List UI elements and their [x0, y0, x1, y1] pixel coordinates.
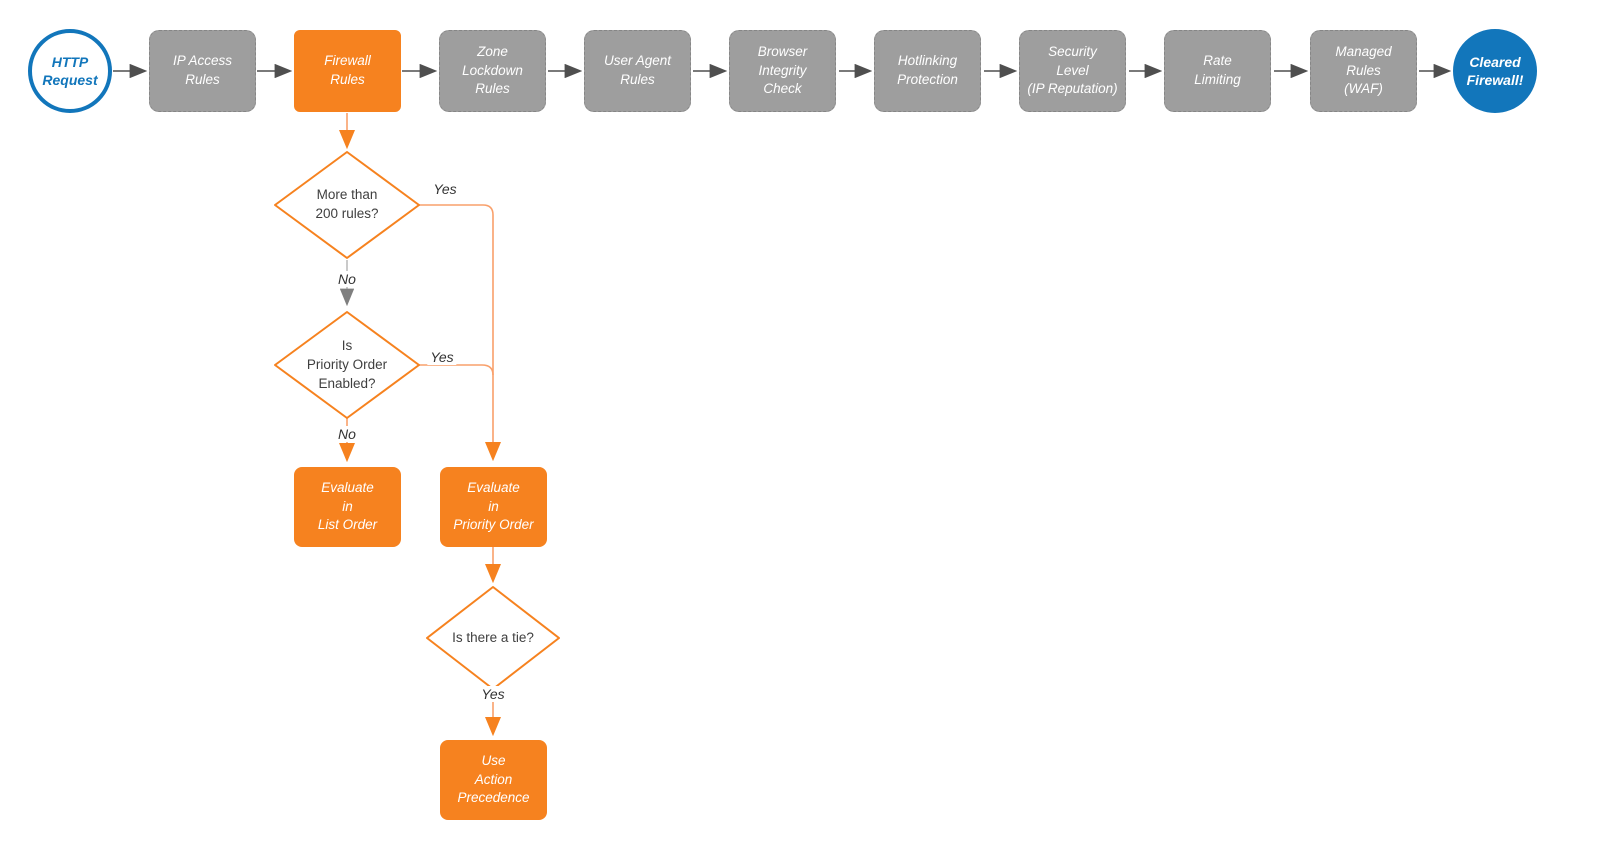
- security-level-label: Security Level (IP Reputation): [1027, 43, 1118, 97]
- security-level-node: Security Level (IP Reputation): [1019, 30, 1126, 112]
- decision2-yes-label: Yes: [427, 349, 457, 365]
- ip-access-rules-node: IP Access Rules: [149, 30, 256, 112]
- use-action-precedence-node: Use Action Precedence: [440, 740, 547, 820]
- evaluate-list-order-node: Evaluate in List Order: [294, 467, 401, 547]
- decision1-yes-label: Yes: [430, 181, 460, 197]
- browser-integrity-check-label: Browser Integrity Check: [757, 43, 808, 97]
- cleared-firewall-label: Cleared Firewall!: [1466, 53, 1524, 88]
- decision-priority-order-enabled: [274, 311, 420, 419]
- http-request-label: HTTP Request: [42, 53, 98, 88]
- user-agent-rules-label: User Agent Rules: [603, 53, 672, 87]
- connector-decision1-yes: [419, 204, 501, 462]
- zone-lockdown-rules-label: Zone Lockdown Rules: [462, 43, 523, 97]
- hotlinking-protection-node: Hotlinking Protection: [874, 30, 981, 112]
- firewall-rules-node: Firewall Rules: [294, 30, 401, 112]
- evaluate-priority-order-node: Evaluate in Priority Order: [440, 467, 547, 547]
- decision2-no-label: No: [335, 426, 359, 442]
- rate-limiting-label: Rate Limiting: [1194, 53, 1241, 87]
- zone-lockdown-rules-node: Zone Lockdown Rules: [439, 30, 546, 112]
- cleared-firewall-node: Cleared Firewall!: [1453, 29, 1537, 113]
- decision3-yes-label: Yes: [478, 686, 508, 702]
- use-action-precedence-label: Use Action Precedence: [457, 752, 530, 806]
- decision1-no-label: No: [335, 271, 359, 287]
- user-agent-rules-node: User Agent Rules: [584, 30, 691, 112]
- firewall-rules-label: Firewall Rules: [324, 53, 371, 87]
- evaluate-priority-order-label: Evaluate in Priority Order: [453, 479, 534, 533]
- decision-more-than-200-rules: [274, 151, 420, 259]
- managed-rules-waf-label: Managed Rules (WAF): [1335, 43, 1392, 97]
- decision2-label: Is Priority Order Enabled?: [306, 338, 388, 391]
- decision1-label: More than 200 rules?: [315, 187, 379, 221]
- browser-integrity-check-node: Browser Integrity Check: [729, 30, 836, 112]
- evaluate-list-order-label: Evaluate in List Order: [317, 479, 378, 533]
- connector-decision2-yes: [419, 364, 494, 376]
- rate-limiting-node: Rate Limiting: [1164, 30, 1271, 112]
- ip-access-rules-label: IP Access Rules: [172, 53, 233, 87]
- managed-rules-waf-node: Managed Rules (WAF): [1310, 30, 1417, 112]
- http-request-node: HTTP Request: [28, 29, 112, 113]
- hotlinking-protection-label: Hotlinking Protection: [897, 53, 958, 87]
- decision3-label: Is there a tie?: [452, 630, 534, 645]
